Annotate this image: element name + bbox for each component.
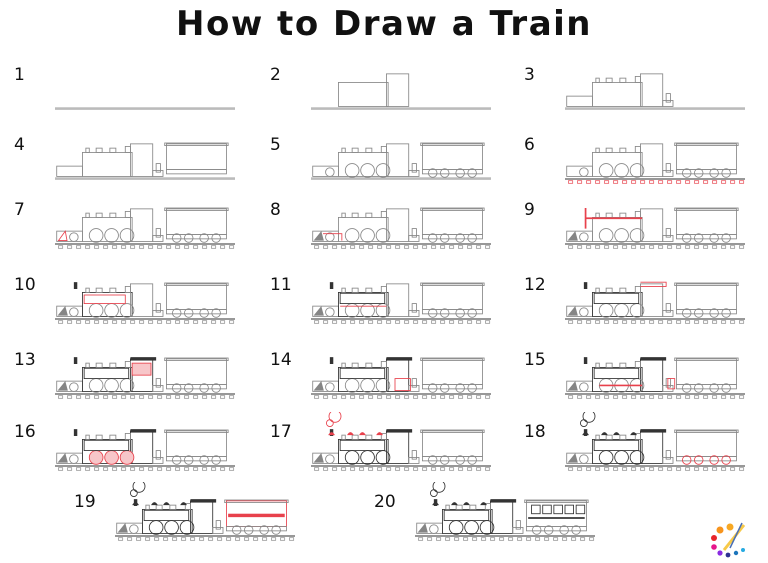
train-drawing-icon <box>311 282 491 324</box>
step-16: 16 <box>0 412 256 492</box>
step-number: 8 <box>270 200 281 220</box>
step-number: 17 <box>270 422 292 442</box>
step-17: 17 <box>256 412 512 492</box>
step-4: 4 <box>0 125 256 205</box>
step-1: 1 <box>0 55 256 135</box>
train-drawing-icon <box>565 142 745 184</box>
step-9: 9 <box>510 190 766 270</box>
train-drawing-icon <box>565 281 745 324</box>
step-number: 1 <box>14 65 25 85</box>
step-number: 3 <box>524 65 535 85</box>
step-number: 2 <box>270 65 281 85</box>
train-drawing-icon <box>55 142 235 180</box>
art-palette-icon <box>711 522 746 558</box>
train-drawing-icon <box>311 73 491 110</box>
step-8: 8 <box>256 190 512 270</box>
step-11: 11 <box>256 265 512 345</box>
step-number: 7 <box>14 200 25 220</box>
step-number: 18 <box>524 422 546 442</box>
step-number: 10 <box>14 275 36 295</box>
step-10: 10 <box>0 265 256 345</box>
step-7: 7 <box>0 190 256 270</box>
step-number: 14 <box>270 350 292 370</box>
step-13: 13 <box>0 340 256 420</box>
train-drawing-icon <box>55 429 235 471</box>
train-drawing-icon <box>311 207 491 249</box>
step-18: 18 <box>510 412 766 492</box>
step-number: 11 <box>270 275 292 295</box>
train-drawing-icon <box>311 412 491 471</box>
step-number: 20 <box>374 492 396 512</box>
step-number: 19 <box>74 492 96 512</box>
step-3: 3 <box>510 55 766 135</box>
step-20: 20 <box>360 482 616 562</box>
step-number: 4 <box>14 135 25 155</box>
step-19: 19 <box>60 482 316 562</box>
step-number: 9 <box>524 200 535 220</box>
train-drawing-icon <box>565 207 745 249</box>
step-number: 13 <box>14 350 36 370</box>
train-drawing-icon <box>311 142 491 180</box>
train-drawing-icon <box>565 357 745 399</box>
train-drawing-icon <box>565 412 745 471</box>
step-5: 5 <box>256 125 512 205</box>
step-2: 2 <box>256 55 512 135</box>
train-drawing-icon <box>55 357 235 399</box>
page-title: How to Draw a Train <box>176 4 592 44</box>
train-drawing-icon <box>115 482 295 541</box>
step-15: 15 <box>510 340 766 420</box>
step-number: 5 <box>270 135 281 155</box>
step-number: 16 <box>14 422 36 442</box>
train-drawing-icon <box>311 357 491 399</box>
step-number: 6 <box>524 135 535 155</box>
train-drawing-icon <box>415 482 595 541</box>
step-6: 6 <box>510 125 766 205</box>
step-number: 12 <box>524 275 546 295</box>
train-drawing-icon <box>55 207 235 249</box>
step-12: 12 <box>510 265 766 345</box>
step-14: 14 <box>256 340 512 420</box>
train-drawing-icon <box>565 73 745 110</box>
train-drawing-icon <box>55 282 235 324</box>
step-number: 15 <box>524 350 546 370</box>
train-drawing-icon <box>55 107 235 110</box>
